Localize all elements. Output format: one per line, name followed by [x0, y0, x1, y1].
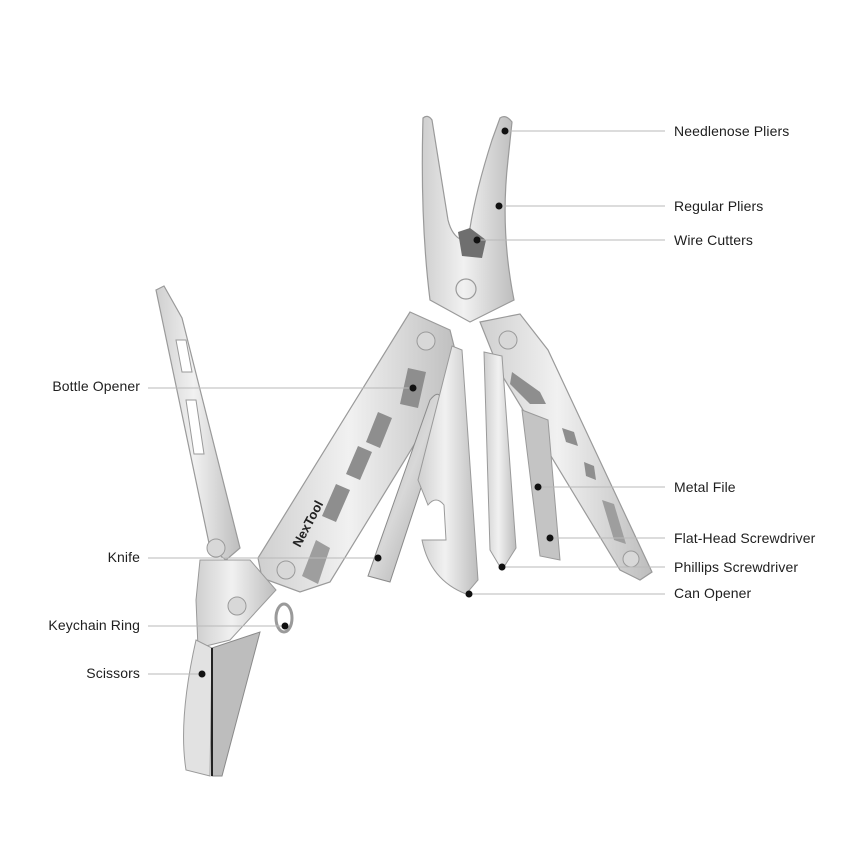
phillips-screwdriver-tool: [483, 351, 517, 571]
can-opener-tool: [417, 345, 479, 595]
dot-metal-file: [534, 483, 542, 491]
dot-bottle-opener: [409, 384, 417, 392]
label-scissors: Scissors: [86, 665, 140, 681]
dot-can-opener: [465, 590, 473, 598]
scissors-assembly: [155, 285, 294, 777]
dot-keychain-ring: [281, 622, 289, 630]
dot-knife: [374, 554, 382, 562]
label-keychain-ring: Keychain Ring: [48, 617, 140, 633]
pliers-jaws: [421, 115, 515, 323]
leader-lines: [148, 130, 665, 675]
label-flat-head-screwdriver: Flat-Head Screwdriver: [674, 530, 816, 546]
label-wire-cutters: Wire Cutters: [674, 232, 753, 248]
label-bottle-opener: Bottle Opener: [52, 378, 140, 394]
metal-file-tool: [521, 409, 561, 561]
label-metal-file: Metal File: [674, 479, 736, 495]
dot-needlenose-pliers: [501, 127, 509, 135]
dot-flat-head-screwdriver: [546, 534, 554, 542]
dot-wire-cutters: [473, 236, 481, 244]
dot-scissors: [198, 670, 206, 678]
keychain-ring: [274, 602, 294, 634]
label-phillips-screwdriver: Phillips Screwdriver: [674, 559, 799, 575]
dot-phillips-screwdriver: [498, 563, 506, 571]
dot-regular-pliers: [495, 202, 503, 210]
label-knife: Knife: [107, 549, 140, 565]
label-needlenose-pliers: Needlenose Pliers: [674, 123, 790, 139]
left-handle: NexTool: [257, 311, 461, 593]
label-can-opener: Can Opener: [674, 585, 752, 601]
label-regular-pliers: Regular Pliers: [674, 198, 764, 214]
callout-dots: [198, 127, 554, 678]
